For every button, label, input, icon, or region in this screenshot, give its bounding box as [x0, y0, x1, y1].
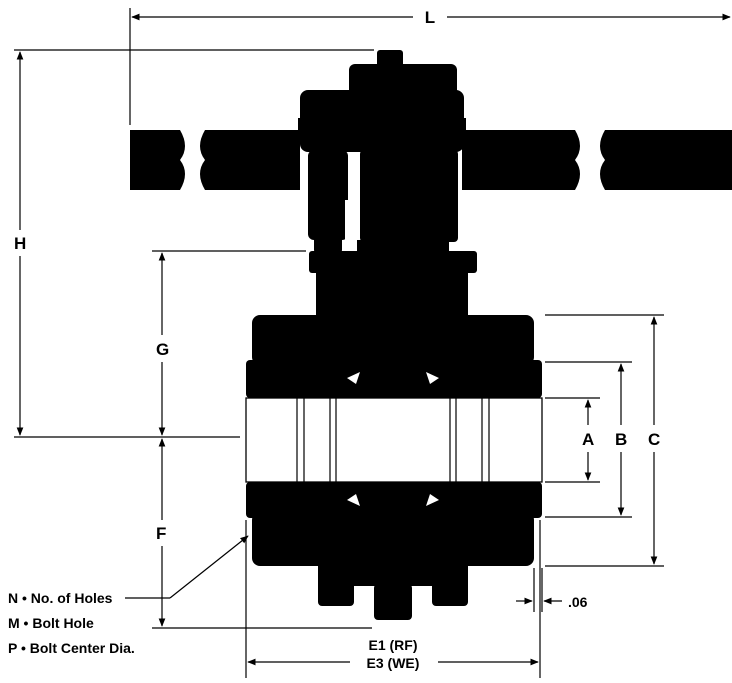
label-L: L	[425, 8, 435, 27]
dimension-L: L	[129, 8, 731, 125]
dimension-clearance: .06	[516, 568, 588, 612]
lower-body	[246, 482, 542, 620]
dimension-G: G	[152, 250, 306, 436]
label-F: F	[156, 524, 166, 543]
valve-body	[298, 50, 466, 152]
label-e1: E1 (RF)	[369, 637, 418, 653]
upper-body	[246, 315, 542, 398]
stem-yoke	[308, 150, 458, 256]
label-B: B	[615, 430, 627, 449]
dimension-B: B	[545, 361, 632, 518]
bolt-notes: N • No. of Holes M • Bolt Hole P • Bolt …	[8, 535, 249, 656]
label-e3: E3 (WE)	[367, 655, 420, 671]
dimension-A: A	[545, 397, 600, 483]
dimension-H: H	[14, 49, 374, 438]
dimension-C: C	[545, 314, 664, 567]
dimension-E1-E3: E1 (RF) E3 (WE)	[245, 520, 541, 678]
bonnet	[309, 251, 477, 318]
label-H: H	[14, 234, 26, 253]
bore-passage	[245, 397, 543, 483]
note-holes: N • No. of Holes	[8, 590, 113, 606]
label-G: G	[156, 340, 169, 359]
label-C: C	[648, 430, 660, 449]
note-bolt-center: P • Bolt Center Dia.	[8, 640, 135, 656]
label-A: A	[582, 430, 594, 449]
label-clearance: .06	[568, 594, 588, 610]
dimension-F: F	[152, 438, 372, 629]
note-bolt-hole: M • Bolt Hole	[8, 615, 94, 631]
handle-lever	[130, 130, 732, 190]
